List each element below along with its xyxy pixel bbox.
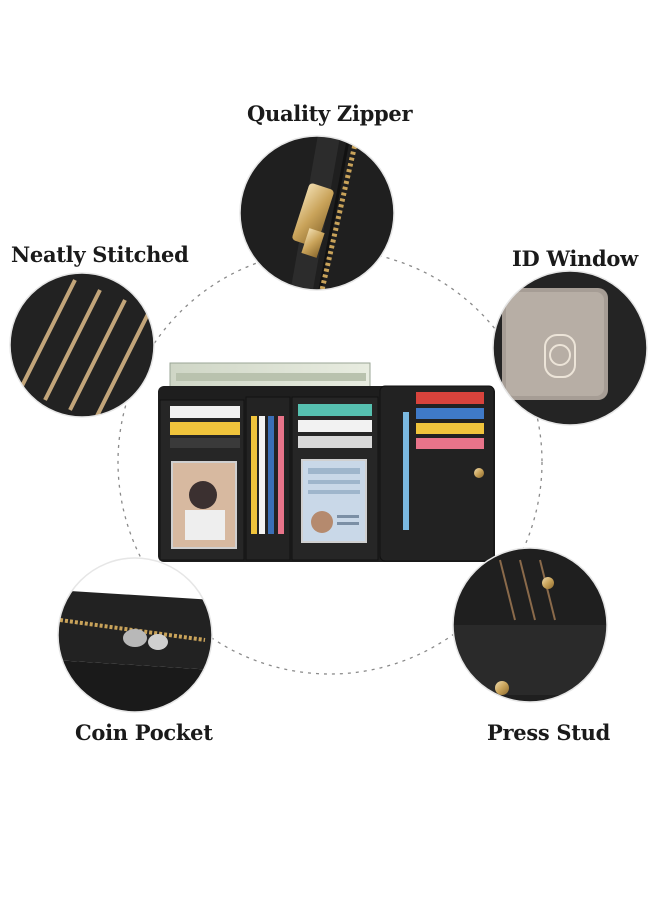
zipper-detail [240,136,394,290]
label-coin-pocket: Coin Pocket [75,720,213,745]
open-wallet [158,362,495,562]
dashed-ring [117,249,543,675]
label-press-stud: Press Stud [487,720,610,745]
id-window-detail [493,271,647,425]
coin-pocket-detail [58,558,212,712]
stitched-detail [10,273,154,417]
label-quality-zipper: Quality Zipper [247,101,413,126]
press-stud-detail [453,548,607,702]
label-neatly-stitched: Neatly Stitched [11,242,189,267]
label-id-window: ID Window [512,246,638,271]
